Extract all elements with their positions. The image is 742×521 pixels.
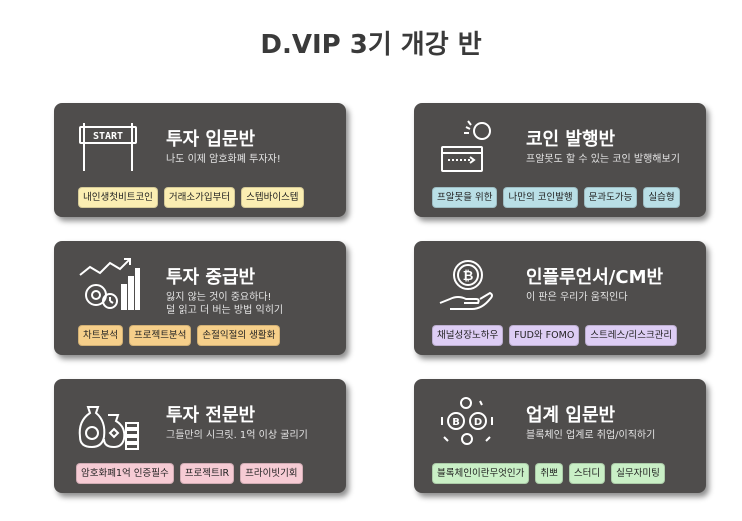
- computer-coin-icon: [436, 117, 500, 175]
- course-card-coin-issuance[interactable]: 코인 발행반 프알못도 할 수 있는 코인 발행해보기 프알못을 위한 나만의 …: [414, 103, 706, 217]
- tag: 취뽀: [535, 463, 563, 484]
- growth-chart-gears-icon: [76, 255, 140, 313]
- card-title: 업계 입문반: [526, 405, 616, 426]
- tag: 차트분석: [78, 325, 123, 346]
- tag: 실습형: [643, 187, 680, 208]
- tag: 손절익절의 생활화: [197, 325, 281, 346]
- tag: 스트레스/리스크관리: [585, 325, 678, 346]
- subtitle-line-2: 덜 읽고 더 버는 방법 익히기: [166, 305, 284, 316]
- card-subtitle: 나도 이제 암호화폐 투자자!: [166, 154, 281, 165]
- tag: FUD와 FOMO: [509, 325, 580, 346]
- crypto-network-icon: B D: [436, 393, 500, 451]
- card-title: 투자 중급반: [166, 267, 256, 288]
- tag: 프알못을 위한: [432, 187, 498, 208]
- card-title: 투자 입문반: [166, 129, 256, 150]
- tag-list: 내인생첫비트코인 거래소가입부터 스텝바이스텝: [78, 187, 304, 208]
- course-card-influencer-cm[interactable]: ₿ 인플루언서/CM반 이 판은 우리가 움직인다 채널성장노하우 FUD와 F…: [414, 241, 706, 355]
- course-card-intermediate-investing[interactable]: 투자 중급반 잃지 않는 것이 중요하다! 덜 읽고 더 버는 방법 익히기 차…: [54, 241, 346, 355]
- tag-list: 암호화폐1억 인증필수 프로젝트IR 프라이빗기회: [76, 463, 303, 484]
- tag: 내인생첫비트코인: [78, 187, 158, 208]
- tag: 스터디: [568, 463, 606, 484]
- card-title: 인플루언서/CM반: [526, 267, 664, 288]
- course-card-industry-entry[interactable]: B D 업계 입문반 블록체인 업계로 취업/이직하기 블록체인이란무엇인가 취…: [414, 379, 706, 493]
- page-title: D.VIP 3기 개강 반: [260, 30, 482, 60]
- hand-bitcoin-icon: ₿: [436, 255, 500, 313]
- tag: 문과도가능: [583, 187, 638, 208]
- tag-list: 차트분석 프로젝트분석 손절익절의 생활화: [78, 325, 281, 346]
- svg-text:B: B: [452, 417, 460, 428]
- tag: 암호화폐1억 인증필수: [76, 463, 174, 484]
- svg-text:₿: ₿: [463, 269, 474, 284]
- card-subtitle: 그들만의 시크릿. 1억 이상 굴리기: [166, 430, 308, 441]
- tag: 스텝바이스텝: [241, 187, 304, 208]
- tag: 블록체인이란무엇인가: [432, 463, 530, 484]
- svg-text:D: D: [474, 417, 482, 428]
- card-subtitle: 블록체인 업계로 취업/이직하기: [526, 430, 656, 441]
- tag: 프로젝트IR: [179, 463, 235, 484]
- tag: 실무자미팅: [611, 463, 665, 484]
- card-title: 투자 전문반: [166, 405, 256, 426]
- course-card-expert-investing[interactable]: 투자 전문반 그들만의 시크릿. 1억 이상 굴리기 암호화폐1억 인증필수 프…: [54, 379, 346, 493]
- tag: 프라이빗기회: [240, 463, 303, 484]
- tag: 채널성장노하우: [432, 325, 504, 346]
- card-subtitle: 프알못도 할 수 있는 코인 발행해보기: [526, 154, 680, 165]
- tag-list: 프알못을 위한 나만의 코인발행 문과도가능 실습형: [432, 187, 680, 208]
- tag: 거래소가입부터: [163, 187, 236, 208]
- tag: 나만의 코인발행: [503, 187, 578, 208]
- course-card-beginner-investing[interactable]: START 투자 입문반 나도 이제 암호화폐 투자자! 내인생첫비트코인 거래…: [54, 103, 346, 217]
- tag: 프로젝트분석: [128, 325, 192, 346]
- svg-text:START: START: [93, 131, 123, 142]
- money-bags-icon: [76, 393, 140, 451]
- tag-list: 블록체인이란무엇인가 취뽀 스터디 실무자미팅: [432, 463, 665, 484]
- card-subtitle: 이 판은 우리가 움직인다: [526, 292, 628, 303]
- tag-list: 채널성장노하우 FUD와 FOMO 스트레스/리스크관리: [432, 325, 678, 346]
- card-subtitle: 잃지 않는 것이 중요하다! 덜 읽고 더 버는 방법 익히기: [166, 291, 283, 317]
- start-banner-icon: START: [76, 117, 140, 175]
- subtitle-line-1: 잃지 않는 것이 중요하다!: [166, 292, 272, 303]
- card-title: 코인 발행반: [526, 129, 616, 150]
